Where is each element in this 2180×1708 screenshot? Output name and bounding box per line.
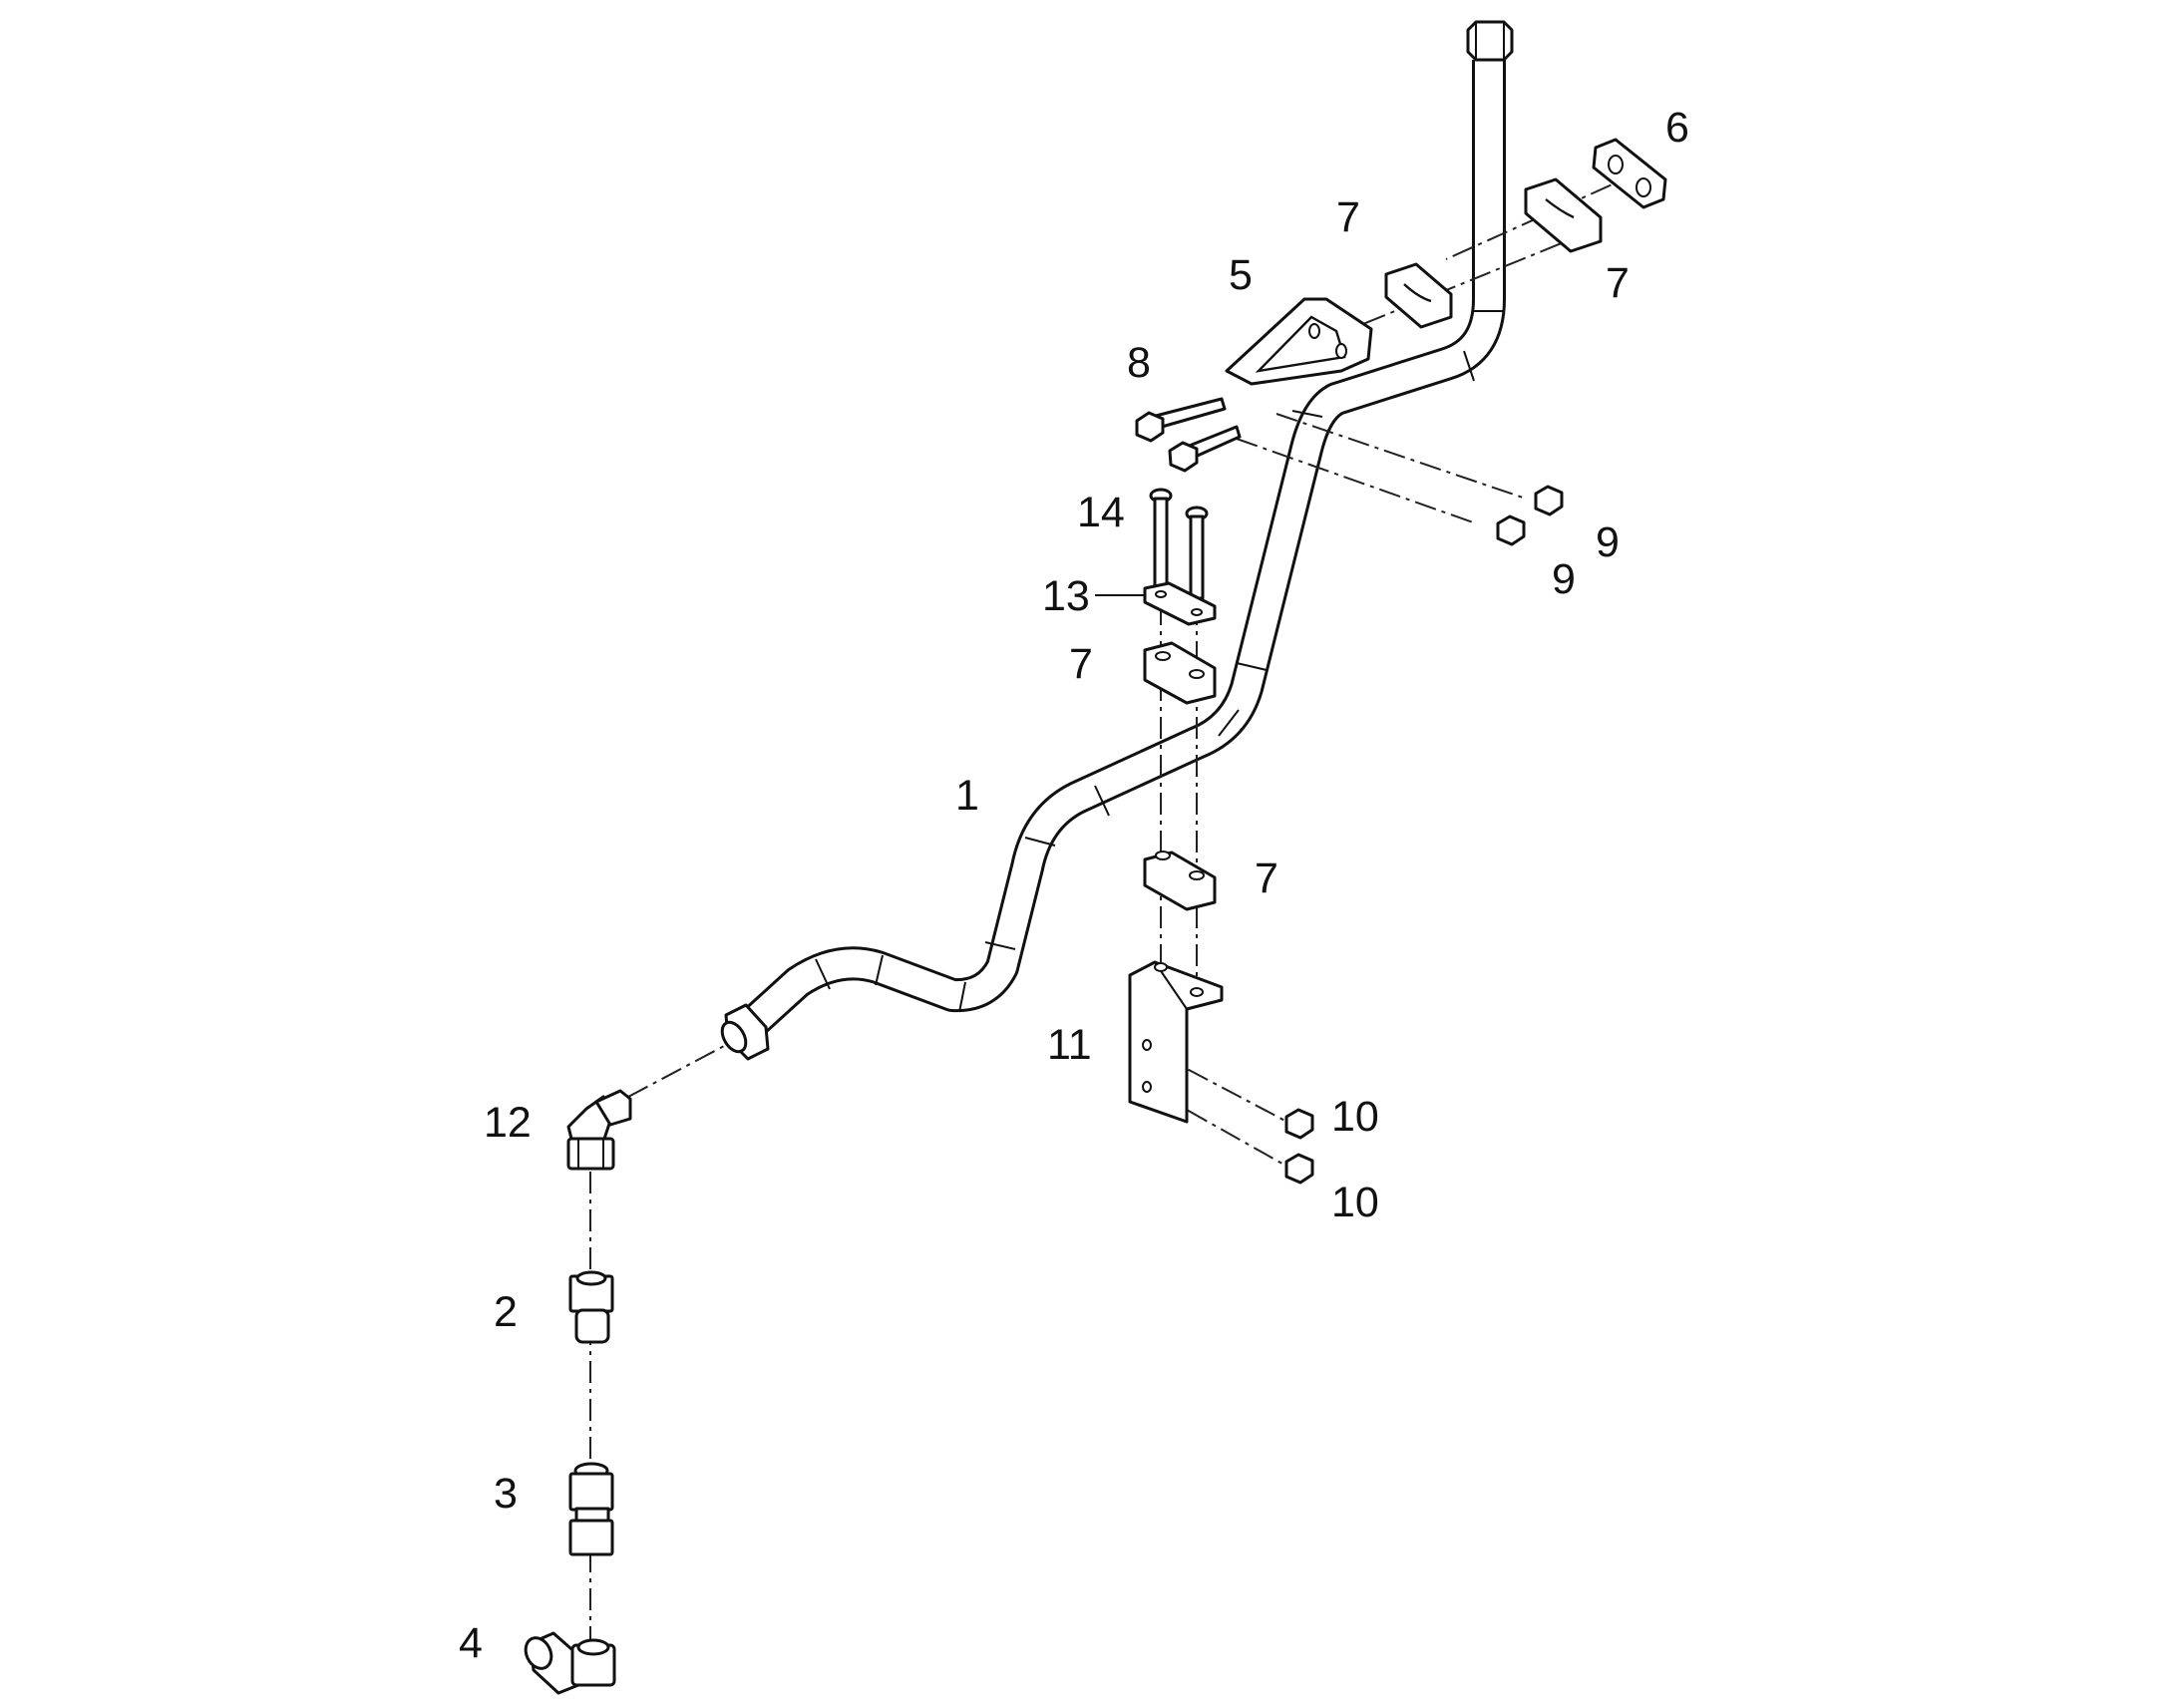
callout-5: 5 xyxy=(1229,251,1253,299)
callout-7-top: 7 xyxy=(1336,193,1360,241)
support-bracket-part-11 xyxy=(1128,960,1224,1124)
callout-3: 3 xyxy=(494,1470,518,1518)
callout-7-lower: 7 xyxy=(1255,854,1278,902)
pipe-lower-nut xyxy=(720,1003,770,1061)
callout-9-left: 9 xyxy=(1552,555,1576,603)
callout-2: 2 xyxy=(494,1288,518,1336)
callout-4: 4 xyxy=(459,1619,483,1667)
bolt-part-14-right xyxy=(1185,506,1209,600)
pipe-top-nut xyxy=(1466,20,1514,62)
bolt-part-14-left xyxy=(1149,488,1173,598)
callout-1: 1 xyxy=(955,772,979,820)
callout-11: 11 xyxy=(1047,1021,1092,1069)
clamp-half-part-7-upper-vertical xyxy=(1143,641,1217,705)
assembly-center-lines xyxy=(589,169,1646,1655)
mounting-bracket-part-5 xyxy=(1225,297,1373,386)
callout-8: 8 xyxy=(1127,339,1151,387)
callout-7-right: 7 xyxy=(1606,259,1630,307)
clamp-cover-plate-part-6 xyxy=(1592,138,1667,209)
union-fitting-part-3 xyxy=(568,1462,614,1556)
callout-12: 12 xyxy=(484,1099,532,1147)
callout-7-middle: 7 xyxy=(1069,640,1093,688)
elbow-fitting-part-12 xyxy=(566,1089,632,1171)
clamp-cover-plate-part-13 xyxy=(1143,581,1217,626)
callout-9-right: 9 xyxy=(1596,518,1620,566)
bolt-part-9-lower xyxy=(1496,514,1526,546)
callout-14: 14 xyxy=(1077,489,1125,536)
bolt-part-8-upper xyxy=(1135,397,1227,443)
clamp-half-part-7-rear xyxy=(1524,177,1603,253)
clamp-half-part-7-lower-vertical xyxy=(1143,851,1217,911)
pipe-assembly xyxy=(731,60,1506,1045)
callout-labels: 1 2 3 4 5 6 7 7 7 7 8 9 9 10 10 11 12 13… xyxy=(459,104,1689,1667)
clamp-half-part-7-front xyxy=(1384,262,1453,329)
bolt-part-10-upper xyxy=(1284,1108,1314,1140)
bolt-part-9-upper xyxy=(1534,485,1564,516)
callout-10-lower: 10 xyxy=(1331,1179,1379,1226)
adapter-fitting-part-2 xyxy=(568,1270,614,1344)
callout-10-upper: 10 xyxy=(1331,1093,1379,1141)
elbow-fitting-part-4 xyxy=(524,1631,616,1695)
callout-13: 13 xyxy=(1042,572,1090,620)
bolt-part-8-lower xyxy=(1168,425,1242,473)
bolt-part-10-lower xyxy=(1284,1153,1314,1185)
callout-6: 6 xyxy=(1665,104,1689,152)
